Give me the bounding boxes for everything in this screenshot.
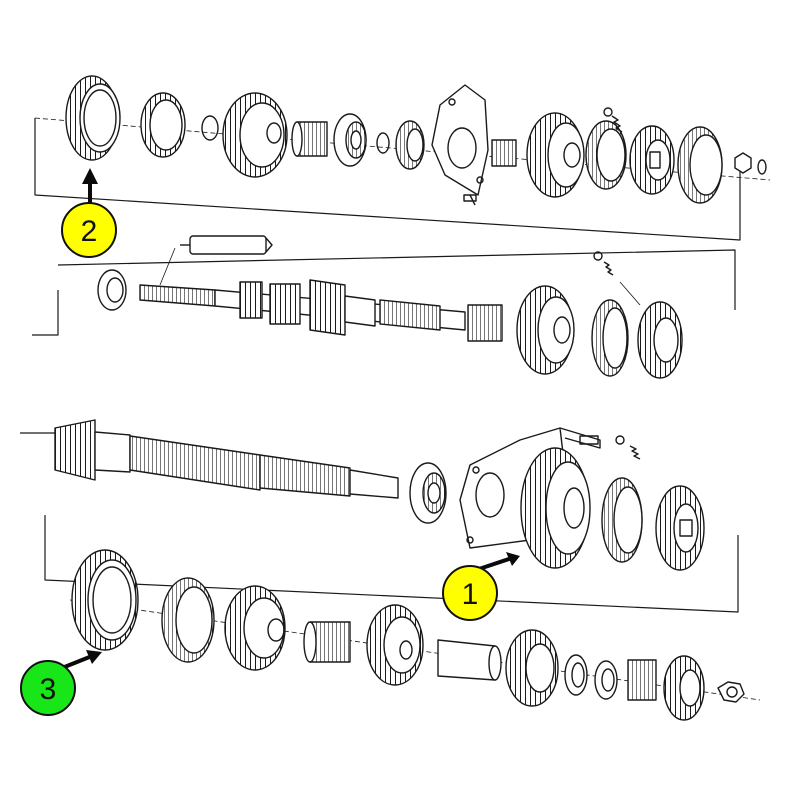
- spacer-sleeve: [437, 639, 502, 681]
- grease-tube: [180, 235, 273, 255]
- gear-lower-2: [366, 604, 424, 686]
- spring-washer: [395, 120, 425, 170]
- nut-upper: [734, 152, 752, 174]
- row-3-components: [20, 419, 739, 613]
- mainshaft: [54, 419, 399, 499]
- needle-bearing-upper-2: [491, 139, 517, 167]
- row-1-components: [34, 75, 771, 241]
- synchro-ring-upper-row: [65, 75, 121, 161]
- row-2-frame: [32, 290, 59, 336]
- synchro-hub-upper: [629, 125, 675, 195]
- front-bearing: [97, 269, 127, 311]
- needle-bearing-lower: [303, 621, 351, 663]
- blocker-ring-lower: [161, 577, 215, 663]
- gear-upper-2: [526, 112, 585, 198]
- end-nut-lower: [717, 681, 745, 703]
- gear-lower-3: [505, 629, 559, 707]
- callout-2-label: 2: [81, 215, 98, 248]
- input-shaft: [139, 279, 466, 336]
- callout-3: 3: [20, 650, 102, 716]
- gear-lower-1: [224, 585, 286, 671]
- gear-row-2: [516, 285, 575, 375]
- callout-1-label: 1: [462, 578, 479, 611]
- countershaft-drive-gear: [520, 447, 591, 569]
- detent-spring-upper: [603, 107, 623, 133]
- synchro-ring-row-3: [601, 477, 643, 563]
- synchro-ring-upper-3: [677, 126, 723, 204]
- mainshaft-bearing: [409, 462, 447, 524]
- callout-2-badge: [61, 202, 117, 258]
- circlip: [201, 115, 219, 141]
- thrust-washer-lower: [564, 654, 618, 700]
- synchro-ring-lower-row: [71, 549, 139, 651]
- ball-bearing-upper: [333, 113, 367, 167]
- row-4-components: [69, 549, 761, 721]
- detent-spring-row-2: [593, 251, 641, 306]
- row-2-components: [32, 235, 736, 379]
- gear-upper-1: [222, 92, 288, 178]
- gear-lower-4: [663, 655, 705, 721]
- synchro-hub-row-3: [655, 485, 705, 571]
- callout-2: 2: [61, 168, 117, 258]
- blocker-ring: [140, 92, 186, 158]
- callout-1: 1: [442, 552, 520, 621]
- needle-bearing-lower-2: [627, 659, 657, 701]
- detent-spring-row-3: [579, 435, 641, 460]
- row-1-frame: [34, 118, 741, 241]
- row-3-frame: [44, 515, 739, 613]
- synchro-hub-row-2: [637, 301, 683, 379]
- needle-bearing-row-2: [467, 304, 503, 342]
- synchro-ring-upper-2: [585, 120, 627, 190]
- callout-3-label: 3: [40, 673, 57, 706]
- callout-1-badge: [442, 565, 498, 621]
- callout-3-badge: [20, 660, 76, 716]
- synchro-ring-row-2: [591, 299, 629, 377]
- retainer-plate-upper: [431, 84, 489, 206]
- needle-bearing-upper: [291, 121, 328, 157]
